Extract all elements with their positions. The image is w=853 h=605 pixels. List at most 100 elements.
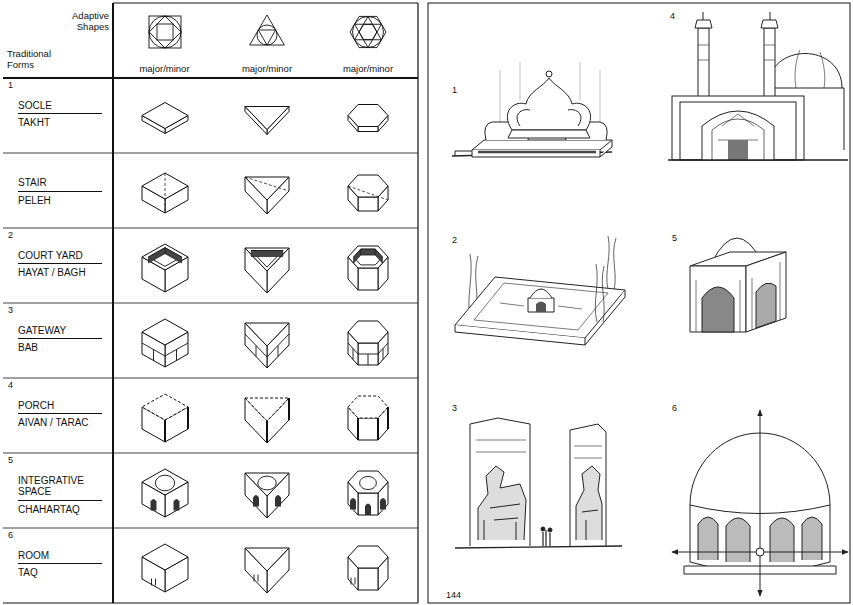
prism-top (245, 107, 289, 130)
gate-post (256, 346, 257, 357)
dome-section-sketch-part (802, 517, 822, 560)
dome-section-sketch-part (756, 548, 764, 556)
stair-line (165, 173, 166, 213)
gateway-sketch-part (476, 440, 526, 452)
row-number: 5 (8, 456, 110, 466)
row-number: 4 (8, 381, 110, 391)
prism-face (358, 343, 378, 365)
header-icon (355, 17, 382, 40)
court-floor (251, 251, 283, 268)
prism-top (348, 546, 388, 568)
court-wall (354, 249, 361, 263)
row-label-cell: STAIRPELEH (3, 153, 113, 228)
portal-sketch-part (718, 114, 758, 140)
gateway-sketch-part (548, 528, 552, 532)
gateway-sketch-part (470, 418, 530, 546)
court-floor (148, 248, 181, 267)
portal-sketch-part (728, 140, 748, 160)
portal-sketch-part (768, 54, 842, 89)
courtyard-sketch-part (607, 236, 616, 290)
throne-sketch-part (507, 78, 590, 130)
gate-band (267, 334, 289, 357)
form-name: SOCLE (18, 100, 102, 115)
dome-section-sketch-part (726, 518, 750, 562)
courtyard-sketch-part (474, 283, 608, 330)
prism-top (142, 103, 188, 129)
arch-opening (151, 499, 157, 511)
table-frame-part (3, 228, 418, 229)
form-name: INTEGRATIVE SPACE (18, 475, 102, 501)
table-frame (3, 3, 418, 603)
porch-column (377, 418, 379, 440)
figure-number: 3 (452, 404, 457, 413)
dome-ring (155, 475, 174, 491)
row-label-cell: 4PORCHAIVAN / TARAC (3, 378, 113, 453)
court-wall (375, 249, 382, 263)
courtyard-sketch-part (530, 289, 552, 298)
shape-caption: major/minor (113, 64, 216, 74)
page-number: 144 (446, 591, 461, 600)
table-frame-part (3, 378, 418, 379)
arch-opening (350, 498, 356, 510)
prism-top (348, 175, 388, 197)
throne-sketch-part (546, 71, 552, 77)
prism-top (142, 544, 188, 570)
gate-post (176, 350, 177, 361)
gateway-sketch-part (484, 504, 520, 540)
prism-top (142, 394, 188, 420)
row-number: 2 (8, 231, 110, 241)
persian-name: AIVAN / TARAC (18, 417, 106, 429)
header-icon (257, 25, 277, 45)
portal-sketch (668, 12, 848, 160)
gate-post (368, 354, 369, 365)
portal-sketch-part (698, 45, 775, 60)
arch-opening (275, 495, 281, 507)
header-icon (355, 24, 382, 47)
stair-line (245, 177, 289, 191)
persian-name: TAKHT (18, 117, 106, 129)
gate-post (353, 349, 354, 360)
header-cell: Adaptive ShapesTraditional Forms (3, 3, 113, 78)
courtyard-sketch-part (528, 298, 554, 312)
portal-sketch-part (712, 119, 764, 160)
portal-sketch-part (672, 96, 804, 160)
prism-top (142, 319, 188, 345)
header-cell: major/minor (216, 3, 318, 78)
porch-column (357, 418, 359, 440)
figure-number: 5 (672, 234, 677, 243)
axis-heading: Traditional Forms (7, 49, 73, 71)
porch-column (164, 420, 166, 442)
persian-name: PELEH (18, 195, 106, 207)
table-frame-part (113, 2, 418, 3)
prism-top (245, 548, 289, 571)
door-mark (254, 575, 258, 582)
header-icon (258, 30, 275, 45)
header-icon (359, 24, 377, 39)
shape-grid (142, 15, 388, 593)
dome-section-sketch-part (698, 517, 718, 560)
form-name: COURT YARD (18, 250, 102, 265)
chahartaq-sketch-part (702, 287, 734, 332)
porch-column (387, 407, 389, 429)
persian-name: HAYAT / BAGH (18, 267, 106, 279)
dome-ring (258, 476, 276, 490)
throne-sketch-part (478, 151, 596, 154)
row-label-cell: 2COURT YARD HAYAT / BAGH (3, 228, 113, 303)
portal-sketch-part (702, 111, 774, 160)
header-icon (149, 16, 181, 48)
row-number: 3 (8, 306, 110, 316)
prism-face (358, 268, 378, 290)
prism-face (358, 418, 378, 440)
shape-caption: major/minor (318, 64, 418, 74)
courtyard-sketch-part (455, 290, 625, 345)
gateway-sketch-part (478, 466, 526, 540)
header-icon (350, 16, 386, 47)
courtyard-sketch-part (536, 302, 546, 313)
gateway-sketch-part (570, 424, 606, 546)
header-cell: major/minor (113, 3, 216, 78)
gateway-sketch-part (541, 527, 545, 531)
dome-section-sketch-part (760, 410, 761, 596)
door-mark (351, 578, 355, 585)
